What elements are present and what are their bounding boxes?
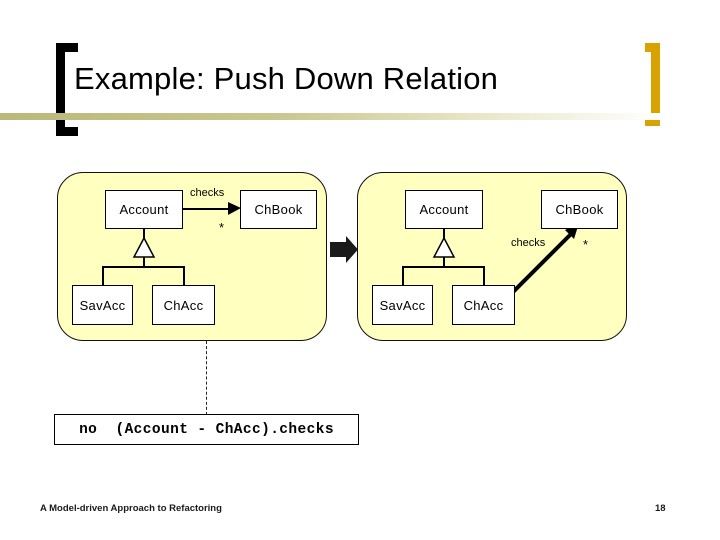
- constraint-dashed-connector: [206, 341, 207, 415]
- page-title: Example: Push Down Relation: [74, 61, 499, 96]
- before-class-chacc[interactable]: ChAcc: [152, 285, 215, 325]
- after-class-chbook[interactable]: ChBook: [541, 190, 618, 229]
- title-bracket-right-icon: [645, 43, 660, 126]
- footer-note: A Model-driven Approach to Refactoring: [40, 503, 222, 514]
- after-association-label: checks: [511, 237, 546, 249]
- before-class-account[interactable]: Account: [105, 190, 183, 229]
- before-generalization-triangle-icon: [133, 237, 155, 258]
- after-generalization-branch-chacc: [483, 266, 485, 285]
- before-association-label: checks: [190, 187, 225, 199]
- before-generalization-stem-lower: [143, 257, 145, 267]
- after-association-multiplicity: *: [583, 237, 589, 252]
- before-association-multiplicity: *: [219, 220, 225, 235]
- after-class-account[interactable]: Account: [405, 190, 483, 229]
- before-generalization-stem-upper: [143, 229, 145, 238]
- after-generalization-stem-upper: [443, 229, 445, 238]
- title-bracket-left-icon: [56, 43, 78, 136]
- after-class-chacc[interactable]: ChAcc: [452, 285, 515, 325]
- footer-page-number: 18: [655, 503, 666, 514]
- transform-right-arrow-icon: [330, 236, 358, 263]
- after-generalization-triangle-icon: [433, 237, 455, 258]
- title-underline-rule: [0, 113, 660, 120]
- before-generalization-branch-chacc: [183, 266, 185, 285]
- before-generalization-branch-savacc: [102, 266, 104, 285]
- after-generalization-stem-lower: [443, 257, 445, 267]
- before-association-line: [183, 208, 233, 210]
- after-generalization-crossbar: [402, 266, 485, 268]
- before-association-arrowhead-icon: [228, 202, 241, 215]
- before-class-chbook[interactable]: ChBook: [240, 190, 317, 229]
- constraint-expression-box: no (Account - ChAcc).checks: [54, 414, 359, 445]
- before-generalization-crossbar: [102, 266, 185, 268]
- before-class-savacc[interactable]: SavAcc: [72, 285, 133, 325]
- after-generalization-branch-savacc: [402, 266, 404, 285]
- after-class-savacc[interactable]: SavAcc: [372, 285, 433, 325]
